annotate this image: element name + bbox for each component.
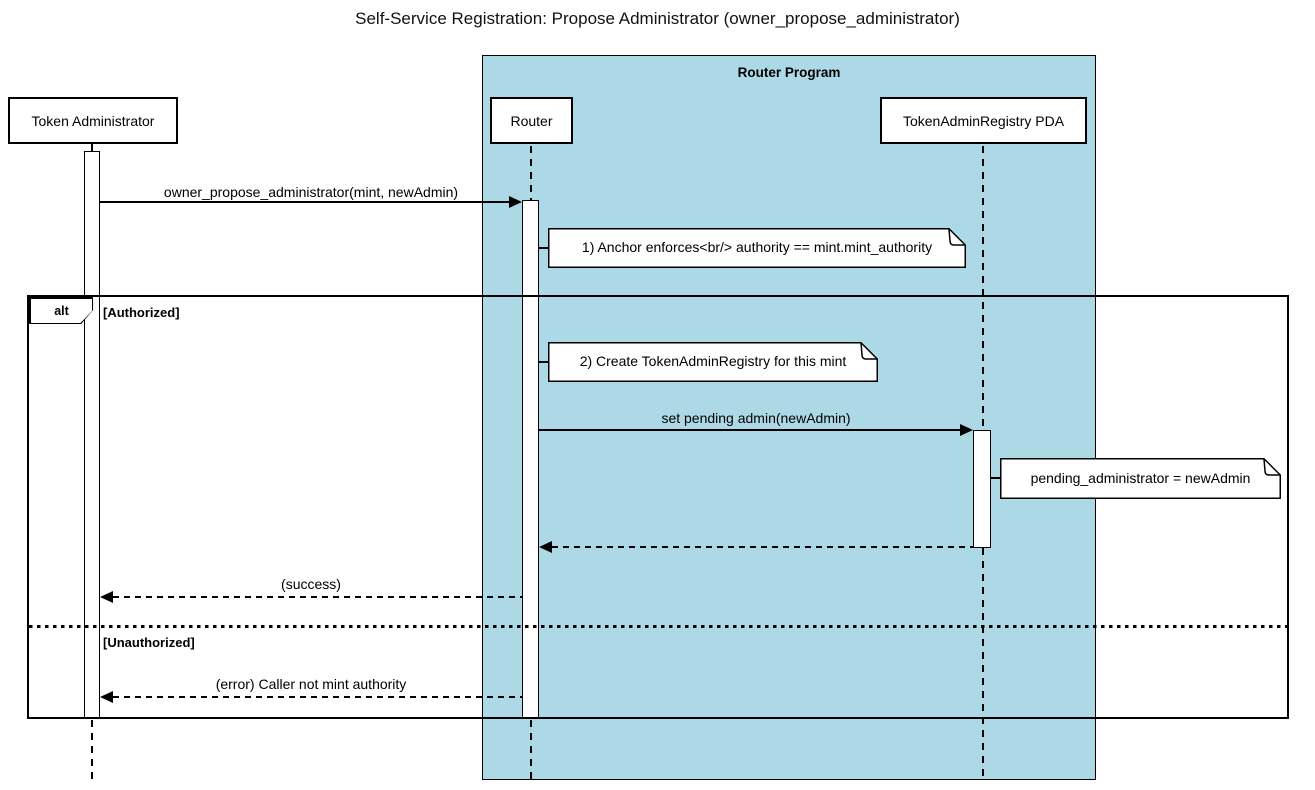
return-error-line — [113, 696, 522, 698]
participant-token-administrator-label: Token Administrator — [31, 112, 155, 129]
message-owner-propose-administrator-label: owner_propose_administrator(mint, newAdm… — [163, 184, 459, 200]
participant-token-administrator: Token Administrator — [8, 97, 178, 144]
lifeline-token-administrator-stub — [91, 144, 93, 152]
return-success-label: (success) — [281, 576, 341, 592]
note-pending-administrator-text: pending_administrator = newAdmin — [1030, 469, 1251, 486]
participant-registry-pda: TokenAdminRegistry PDA — [880, 97, 1087, 144]
participant-registry-pda-label: TokenAdminRegistry PDA — [902, 112, 1065, 129]
alt-branch-authorized-label: [Authorized] — [103, 305, 180, 320]
lifeline-registry-pda-head — [982, 146, 984, 430]
router-program-label: Router Program — [737, 65, 841, 80]
router-program-group — [482, 55, 1096, 780]
arrowhead-icon — [960, 424, 973, 436]
message-owner-propose-administrator-line — [100, 201, 511, 203]
alt-fragment: alt [Authorized] [Unauthorized] — [27, 295, 1289, 719]
note-pending-administrator: pending_administrator = newAdmin — [1000, 458, 1281, 499]
message-set-pending-admin-line — [539, 429, 960, 431]
return-success-line — [113, 596, 522, 598]
return-error-label: (error) Caller not mint authority — [215, 676, 407, 692]
arrowhead-icon — [509, 196, 522, 208]
arrowhead-icon — [539, 541, 552, 553]
alt-branch-unauthorized-label: [Unauthorized] — [103, 635, 195, 650]
return-registry-to-router-line — [552, 546, 973, 548]
note-create-registry-text: 2) Create TokenAdminRegistry for this mi… — [579, 353, 847, 369]
lifeline-registry-pda-tail — [982, 548, 984, 778]
arrowhead-icon — [100, 591, 113, 603]
note-anchor-enforces: 1) Anchor enforces<br/> authority == min… — [548, 228, 966, 268]
alt-divider — [29, 625, 1287, 628]
note-anchor-enforces-text: 1) Anchor enforces<br/> authority == min… — [581, 239, 933, 255]
arrowhead-icon — [100, 691, 113, 703]
diagram-title: Self-Service Registration: Propose Admin… — [355, 9, 960, 28]
activation-registry-pda — [973, 430, 991, 548]
lifeline-router-tail — [530, 720, 532, 780]
note-anchor-enforces-connector — [539, 247, 548, 249]
lifeline-router-head — [530, 146, 532, 200]
note-create-registry: 2) Create TokenAdminRegistry for this mi… — [548, 342, 878, 382]
note-create-registry-connector — [539, 361, 548, 363]
note-pending-administrator-connector — [991, 477, 1000, 479]
participant-router: Router — [490, 97, 573, 144]
message-set-pending-admin-label: set pending admin(newAdmin) — [661, 410, 851, 426]
lifeline-token-administrator-tail — [91, 720, 93, 780]
alt-operator-label: alt — [31, 299, 92, 323]
participant-router-label: Router — [510, 112, 553, 129]
